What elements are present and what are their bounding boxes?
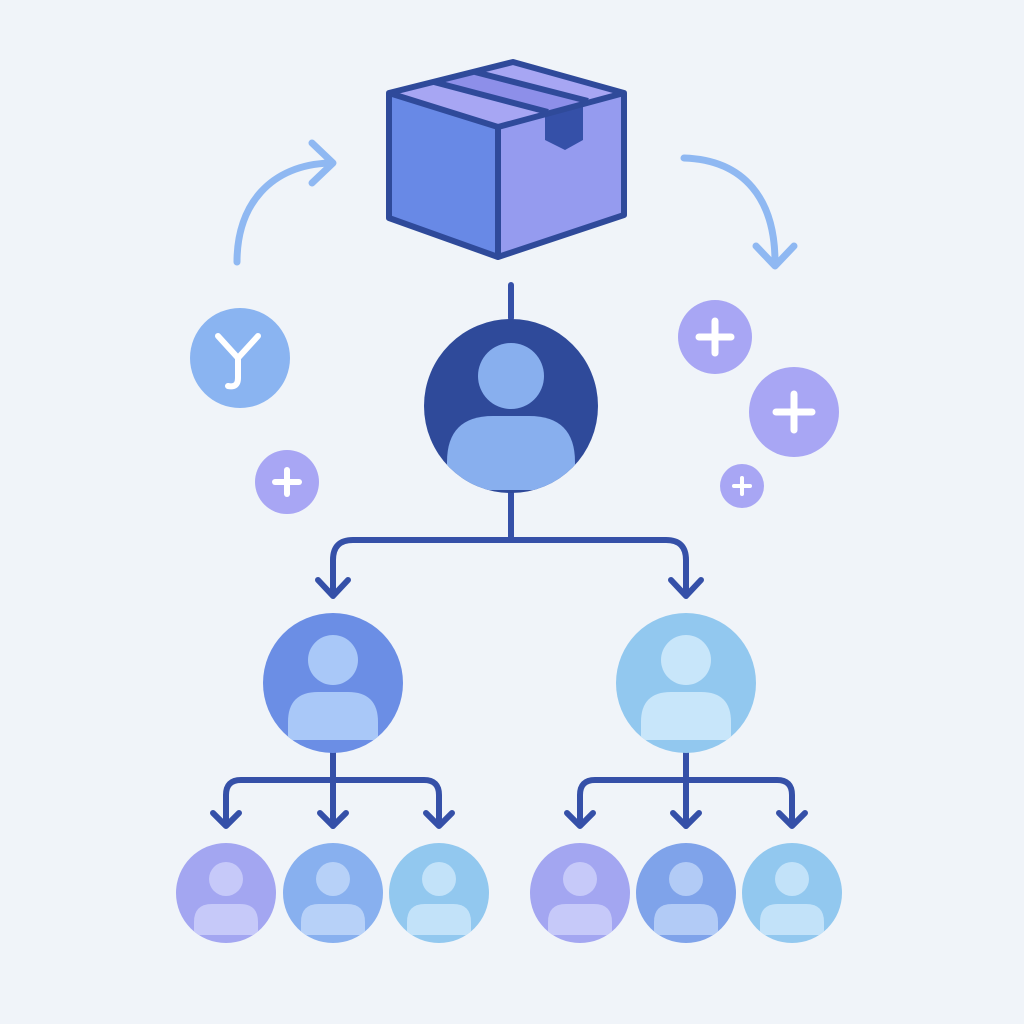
user-node-leaf-4 xyxy=(530,843,630,943)
connectors xyxy=(210,282,808,829)
box-left-face xyxy=(389,93,498,257)
user-node-leaf-6 xyxy=(742,843,842,943)
curved-arrow-icon-right xyxy=(680,154,798,270)
root-user-node xyxy=(424,319,598,493)
user-node-level2-left xyxy=(263,613,403,753)
yen-coin-icon xyxy=(190,308,290,408)
plus-icon-left xyxy=(255,450,319,514)
user-node-leaf-2 xyxy=(283,843,383,943)
plus-icon-right-3 xyxy=(720,464,764,508)
user-node-level2-right xyxy=(616,613,756,753)
user-node-leaf-3 xyxy=(389,843,489,943)
user-node-leaf-1 xyxy=(176,843,276,943)
plus-icon-right-1 xyxy=(678,300,752,374)
box-tape xyxy=(434,72,588,112)
plus-icon-right-2 xyxy=(749,367,839,457)
package-icon xyxy=(386,59,627,260)
curved-arrow-icon-left xyxy=(233,139,337,266)
user-node-leaf-5 xyxy=(636,843,736,943)
box-right-face xyxy=(498,93,624,257)
